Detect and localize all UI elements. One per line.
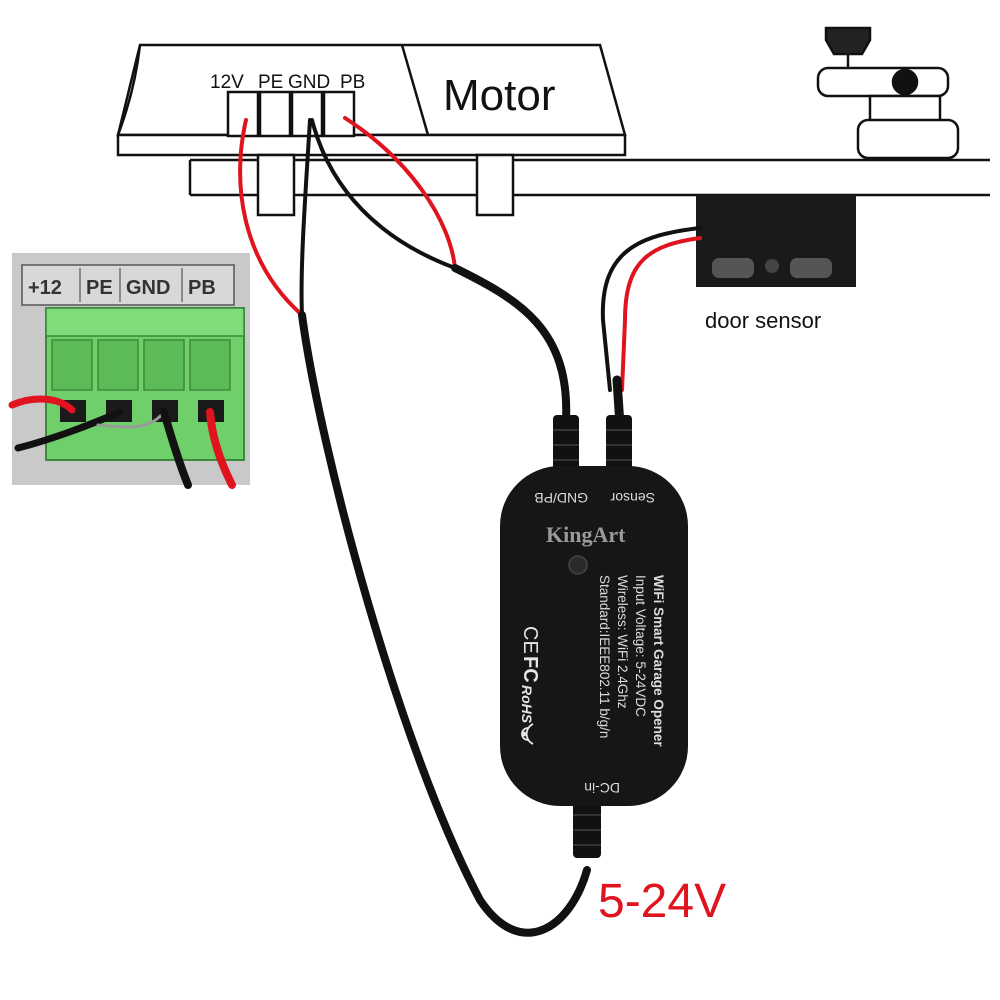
device-brand: KingArt	[546, 522, 626, 547]
terminal-label-pb: PB	[340, 72, 365, 93]
photo-label-pb: PB	[188, 277, 216, 299]
power-voltage-label: 5-24V	[598, 875, 726, 928]
motor-label: Motor	[443, 71, 555, 120]
cert-rohs: RoHS	[519, 685, 535, 724]
terminal-label-pe: PE	[258, 72, 283, 93]
spec-voltage: Input Voltage: 5-24VDC	[633, 575, 648, 717]
terminal-photo-labels: +12 PE GND PB	[28, 277, 216, 299]
photo-label-gnd: GND	[126, 277, 170, 299]
photo-label-pe: PE	[86, 277, 113, 299]
port-label-sensor: Sensor	[610, 490, 655, 506]
wire-sensor-red	[620, 236, 702, 392]
wire-sensor-black	[600, 226, 702, 392]
spec-title: WiFi Smart Garage Opener	[651, 575, 666, 747]
wire-gnd-black-b	[310, 118, 457, 270]
door-sensor-icon	[696, 195, 856, 287]
photo-label-plus12: +12	[28, 277, 62, 299]
motor-terminal-labels: 12V PE GND PB	[210, 72, 365, 93]
controller-device	[500, 466, 688, 806]
motor-terminal-block	[226, 90, 356, 138]
spec-wireless: Wireless: WiFi 2.4Ghz	[615, 575, 630, 709]
cert-ce: CE	[519, 626, 541, 654]
port-label-gnd-pb: GND/PB	[534, 490, 588, 506]
wire-gndpb-cable	[451, 264, 571, 424]
wire-gnd-black-a	[299, 118, 312, 317]
cert-fc: FC	[519, 656, 541, 683]
door-sensor-label: door sensor	[705, 308, 821, 333]
wire-power-cable	[298, 311, 591, 937]
trolley-icon	[816, 26, 960, 160]
wire-pb-red	[343, 116, 457, 270]
photo-label-dividers	[79, 268, 183, 302]
spec-standard: Standard:IEEE802.11 b/g/n	[597, 575, 612, 738]
terminal-label-12v: 12V	[210, 72, 244, 93]
wifi-icon	[521, 723, 534, 745]
cable-strain-reliefs	[553, 415, 632, 858]
garage-rail	[188, 153, 990, 217]
wire-12v-red	[238, 118, 304, 317]
port-label-dc-in: DC-in	[584, 780, 620, 796]
wires	[238, 116, 702, 937]
terminal-block-photo	[8, 253, 250, 489]
terminal-label-gnd: GND	[288, 72, 330, 93]
